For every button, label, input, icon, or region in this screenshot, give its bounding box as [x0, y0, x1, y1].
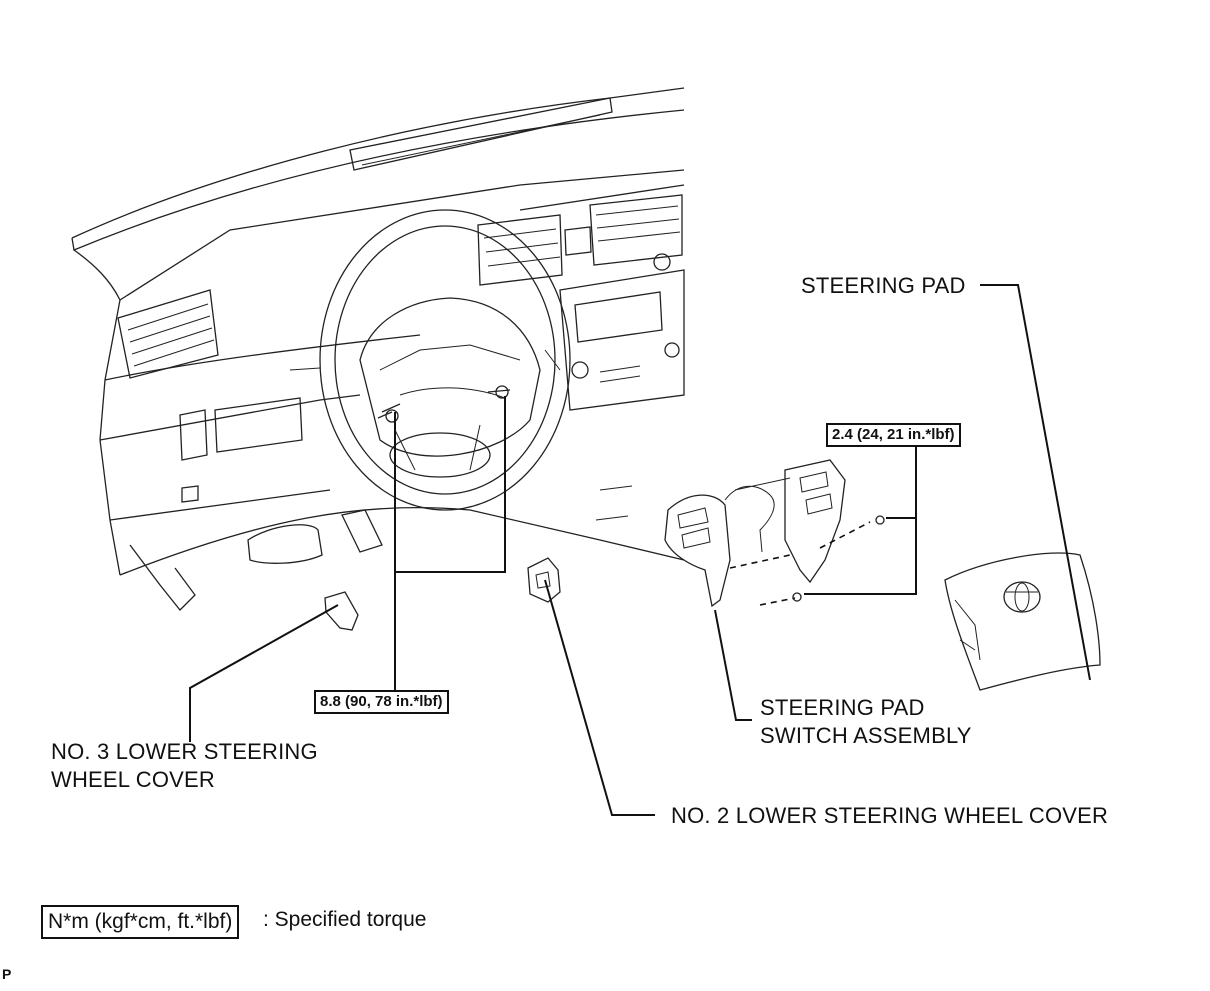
- pad-switch-label-line2: SWITCH ASSEMBLY: [760, 723, 972, 748]
- no2-cover-label: NO. 2 LOWER STEERING WHEEL COVER: [671, 803, 1109, 828]
- torque-wheel-screws: 8.8 (90, 78 in.*lbf): [314, 690, 449, 714]
- corner-code: P: [2, 966, 12, 982]
- steering-wheel-illustration: [289, 209, 571, 511]
- leader-lines: [189, 284, 1091, 816]
- no3-cover-label-line1: NO. 3 LOWER STEERING: [51, 739, 318, 764]
- pad-switch-label-line1: STEERING PAD: [760, 695, 925, 720]
- no3-cover-illustration: [324, 591, 359, 631]
- legend-text: : Specified torque: [263, 908, 427, 931]
- steering-pad-illustration: [944, 552, 1101, 691]
- steering-pad-label: STEERING PAD: [801, 273, 966, 298]
- no2-cover-illustration: [527, 557, 561, 603]
- no3-cover-label-line2: WHEEL COVER: [51, 767, 215, 792]
- torque-switch-screws: 2.4 (24, 21 in.*lbf): [826, 423, 961, 447]
- dashboard-illustration: [71, 87, 685, 611]
- legend-torque-box: N*m (kgf*cm, ft.*lbf): [41, 905, 240, 939]
- pad-switch-illustration: [664, 459, 885, 608]
